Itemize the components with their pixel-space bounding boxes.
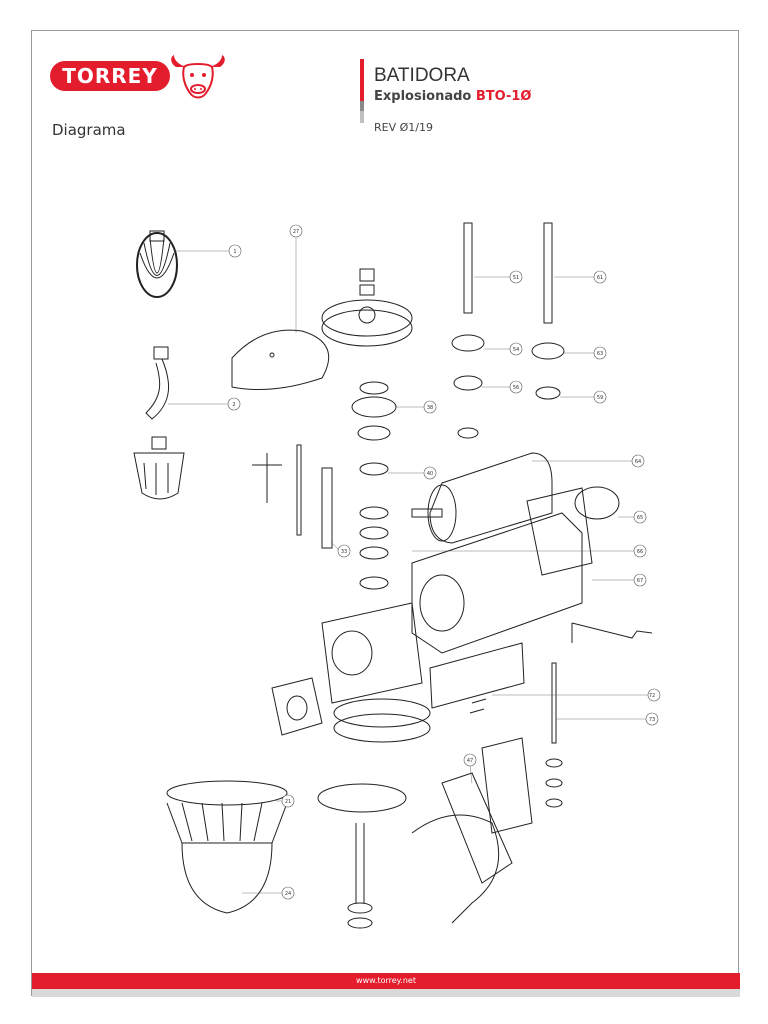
base-frame-part bbox=[411, 737, 533, 924]
svg-text:21: 21 bbox=[285, 799, 291, 805]
callout-56: 56 bbox=[482, 380, 523, 394]
dough-hook-part bbox=[145, 346, 170, 420]
logo-text: TORREY bbox=[62, 64, 158, 88]
exploded-view-diagram: 1 2 27 33 38 40 51 54 56 59 61 63 64 65 … bbox=[133, 222, 661, 929]
housing-part bbox=[321, 512, 583, 743]
callout-67: 67 bbox=[592, 573, 647, 587]
bowl-part bbox=[166, 780, 288, 914]
footer-bar bbox=[32, 973, 740, 989]
callout-33: 33 bbox=[331, 542, 351, 558]
document-subtitle: Explosionado BTO-1Ø bbox=[374, 89, 531, 104]
crank-handle-part bbox=[571, 622, 653, 643]
gasket-part bbox=[271, 677, 323, 736]
planetary-head-part bbox=[321, 268, 413, 347]
footer-url: www.torrey.net bbox=[356, 976, 416, 985]
svg-text:72: 72 bbox=[649, 693, 655, 699]
svg-text:33: 33 bbox=[341, 549, 347, 555]
side-plate-part bbox=[526, 486, 620, 576]
revision-label: REV Ø1/19 bbox=[374, 121, 433, 134]
callout-38: 38 bbox=[396, 400, 437, 414]
callout-64: 64 bbox=[532, 454, 645, 468]
svg-text:54: 54 bbox=[513, 347, 519, 353]
motor-part bbox=[411, 452, 553, 544]
callout-73: 73 bbox=[556, 712, 659, 726]
spindle-part bbox=[252, 444, 333, 549]
rod-part bbox=[545, 662, 563, 808]
callout-2: 2 bbox=[168, 397, 241, 411]
svg-text:67: 67 bbox=[637, 578, 643, 584]
control-panel-part bbox=[429, 642, 525, 714]
callout-47: 47 bbox=[463, 753, 477, 784]
callout-63: 63 bbox=[564, 346, 607, 360]
svg-text:27: 27 bbox=[293, 229, 299, 235]
bull-head-icon bbox=[171, 55, 225, 99]
part-callouts: 1 2 27 33 38 40 51 54 56 59 61 63 64 65 … bbox=[168, 224, 661, 900]
svg-text:64: 64 bbox=[635, 459, 641, 465]
callout-54: 54 bbox=[484, 342, 523, 356]
callout-72: 72 bbox=[492, 688, 661, 702]
document-title: BATIDORA bbox=[374, 65, 470, 86]
torrey-logo: TORREY bbox=[50, 53, 225, 103]
document-page: TORREY Diagrama BATIDORA Explosionado BT… bbox=[31, 30, 740, 997]
callout-24: 24 bbox=[242, 886, 295, 900]
callout-27: 27 bbox=[289, 224, 303, 333]
callout-51: 51 bbox=[474, 270, 523, 284]
header-accent-bar bbox=[360, 59, 364, 101]
subtitle-prefix: Explosionado bbox=[374, 89, 472, 104]
svg-text:56: 56 bbox=[513, 385, 519, 391]
svg-text:1: 1 bbox=[233, 249, 236, 255]
model-code: BTO-1Ø bbox=[475, 89, 532, 104]
svg-text:59: 59 bbox=[597, 395, 603, 401]
callout-40: 40 bbox=[388, 466, 437, 480]
callout-65: 65 bbox=[618, 510, 647, 524]
bowl-lift-part bbox=[317, 783, 407, 929]
svg-text:66: 66 bbox=[637, 549, 643, 555]
header-gray-bar bbox=[360, 101, 364, 123]
svg-text:51: 51 bbox=[513, 275, 519, 281]
svg-text:63: 63 bbox=[597, 351, 603, 357]
callout-1: 1 bbox=[176, 244, 242, 258]
header-dark-bar bbox=[360, 101, 364, 111]
whisk-part bbox=[136, 230, 178, 298]
svg-text:61: 61 bbox=[597, 275, 603, 281]
svg-text:65: 65 bbox=[637, 515, 643, 521]
callout-21: 21 bbox=[276, 794, 295, 808]
shaft-assemblies bbox=[451, 222, 565, 439]
guard-plate-part bbox=[231, 329, 330, 391]
svg-text:47: 47 bbox=[467, 758, 473, 764]
bearing-stack-center bbox=[351, 381, 397, 590]
svg-text:38: 38 bbox=[427, 405, 433, 411]
footer-gray-strip bbox=[32, 989, 740, 997]
svg-text:73: 73 bbox=[649, 717, 655, 723]
svg-text:2: 2 bbox=[232, 402, 235, 408]
svg-text:40: 40 bbox=[427, 471, 433, 477]
callout-66: 66 bbox=[412, 544, 647, 558]
section-label: Diagrama bbox=[52, 121, 126, 139]
flat-beater-part bbox=[133, 436, 185, 500]
svg-text:24: 24 bbox=[285, 891, 291, 897]
callout-59: 59 bbox=[560, 390, 607, 404]
callout-61: 61 bbox=[554, 270, 607, 284]
logo-badge bbox=[50, 61, 170, 91]
